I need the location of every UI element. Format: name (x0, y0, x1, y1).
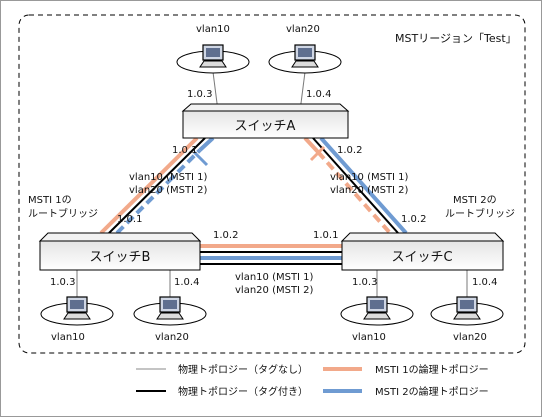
host-label: vlan10 (196, 24, 230, 35)
link-a-c (303, 136, 408, 235)
ab-vlan-line1: vlan10 (MSTI 1) (129, 172, 208, 183)
legend-untagged: 物理トポロジー（タグなし） (178, 363, 308, 376)
host-pc-b-left[interactable]: vlan10 (40, 296, 114, 343)
bc-vlan-line1: vlan10 (MSTI 1) (235, 272, 314, 283)
msti1-path-a-c-blocked (316, 150, 392, 235)
switch-c[interactable]: スイッチC (340, 232, 505, 271)
port-b-host-right: 1.0.4 (174, 277, 199, 288)
computer-icon (291, 44, 319, 68)
switch-b-label: スイッチB (90, 250, 151, 265)
host-pc-c-right[interactable]: vlan20 (430, 296, 504, 343)
legend: 物理トポロジー（タグなし） 物理トポロジー（タグ付き） MSTI 1の論理トポロ… (136, 363, 489, 398)
mst-region-boundary (18, 14, 526, 354)
bc-vlan-line2: vlan20 (MSTI 2) (235, 285, 314, 296)
ac-vlan-line1: vlan10 (MSTI 1) (330, 172, 409, 183)
root-bridge-c-line1: MSTI 2の (453, 195, 497, 206)
msti1-path-a-b (99, 136, 199, 235)
port-b-to-a: 1.0.1 (117, 214, 142, 225)
switch-b[interactable]: スイッチB (38, 232, 202, 271)
port-a-to-b: 1.0.1 (172, 145, 197, 156)
port-a-host-left: 1.0.3 (187, 89, 212, 100)
computer-icon (199, 44, 227, 68)
host-label: vlan20 (155, 332, 189, 343)
host-pc-a-right[interactable]: vlan20 (268, 24, 342, 74)
msti2-path-a-c (319, 136, 408, 235)
legend-msti2: MSTI 2の論理トポロジー (375, 385, 489, 398)
legend-tagged: 物理トポロジー（タグ付き） (178, 385, 308, 398)
root-bridge-c-line2: ルートブリッジ (445, 207, 515, 220)
host-label: vlan20 (286, 24, 320, 35)
switch-c-label: スイッチC (391, 250, 452, 265)
hosts: vlan10 vlan20 vlan10 vlan20 vlan10 vlan20 (40, 24, 504, 343)
computer-icon (363, 296, 391, 320)
root-bridge-b-line2: ルートブリッジ (28, 207, 98, 220)
host-pc-a-left[interactable]: vlan10 (176, 24, 250, 74)
computer-icon (156, 296, 184, 320)
msti2-path-a-b-blocked (115, 180, 170, 235)
msti2-block-mark (192, 150, 209, 167)
link-a-b (99, 136, 215, 235)
msti1-block-mark (309, 145, 326, 162)
host-label: vlan20 (453, 332, 487, 343)
port-c-host-right: 1.0.4 (472, 277, 497, 288)
port-a-to-c: 1.0.2 (337, 145, 362, 156)
host-label: vlan10 (352, 332, 386, 343)
host-pc-b-right[interactable]: vlan20 (133, 296, 207, 343)
port-c-to-a: 1.0.2 (401, 214, 426, 225)
link-b-c (200, 244, 342, 265)
ac-vlan-line2: vlan20 (MSTI 2) (330, 185, 409, 196)
host-pc-c-left[interactable]: vlan10 (340, 296, 414, 343)
port-a-host-right: 1.0.4 (306, 89, 331, 100)
port-c-host-left: 1.0.3 (352, 277, 377, 288)
computer-icon (63, 296, 91, 320)
switch-a[interactable]: スイッチA (181, 103, 350, 139)
port-c-to-b: 1.0.1 (313, 230, 338, 241)
region-label: MSTリージョン「Test」 (395, 32, 517, 45)
legend-msti1: MSTI 1の論理トポロジー (375, 363, 489, 376)
computer-icon (453, 296, 481, 320)
switch-a-label: スイッチA (235, 119, 296, 134)
ab-vlan-line2: vlan20 (MSTI 2) (129, 185, 208, 196)
root-bridge-b-line1: MSTI 1の (28, 195, 72, 206)
host-label: vlan10 (51, 332, 85, 343)
port-b-host-left: 1.0.3 (50, 277, 75, 288)
port-b-to-c: 1.0.2 (213, 230, 238, 241)
